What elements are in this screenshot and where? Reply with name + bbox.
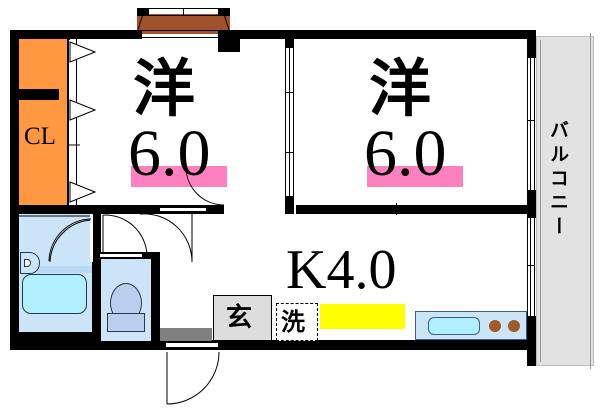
wall-left-bath [10, 212, 19, 350]
kitchen-floor-marker [320, 304, 405, 329]
balcony-label: バルコニー [547, 120, 569, 240]
window-right-lower-inner [534, 218, 535, 316]
sliding-door-right-panel [293, 48, 294, 196]
deck-rail-mid [183, 8, 184, 16]
hall-door-panel [160, 207, 206, 212]
sliding-door-seg-upper [289, 48, 290, 122]
wall-left-exterior [10, 30, 19, 212]
balcony-area [536, 36, 594, 366]
wall-between-rooms-top [285, 30, 294, 48]
window-bottom-kitchen-tick [396, 203, 397, 215]
sliding-door-tick-lower [286, 152, 293, 153]
bath-drain [24, 259, 31, 267]
washer-space-box [276, 303, 318, 341]
entrance-area [213, 295, 272, 341]
balcony-inner-line [540, 40, 541, 362]
wall-bath-bottom-inner [19, 332, 93, 341]
bath-door-panel [100, 253, 142, 258]
closet-door-face [76, 39, 77, 205]
room2-type-label: 洋 [369, 52, 432, 125]
balcony-outer-line [590, 33, 591, 369]
wall-between-rooms-bottom [285, 196, 294, 214]
window-right-upper-tick [528, 120, 535, 121]
closet-hanger-rod [19, 89, 59, 100]
window-bottom-kitchen-inner [300, 212, 530, 213]
wall-bottom-toilet [100, 341, 160, 350]
kitchen-sink-basin [428, 317, 480, 335]
stove-burner-left [489, 320, 501, 332]
window-right-lower-tick [528, 265, 535, 266]
sliding-door-tick-upper [286, 92, 293, 93]
wall-top-right [228, 30, 536, 39]
window-top-left-inner [142, 37, 218, 38]
wall-toilet-right-vertical [151, 258, 160, 350]
kitchen-label: K4.0 [286, 239, 397, 301]
wall-bottom-bath [10, 341, 100, 350]
room1-type-label: 洋 [133, 52, 196, 125]
sliding-door-seg-lower [289, 122, 290, 196]
wall-bath-toilet-vertical [92, 214, 101, 341]
window-bottom-kitchen-outer [300, 206, 530, 207]
deck-rail-left [137, 8, 149, 16]
wall-mid-stub-center [210, 205, 224, 214]
wall-top-left [10, 30, 142, 39]
closet-door-track [67, 39, 69, 205]
room2-area-label: 6.0 [364, 117, 447, 190]
entrance-door-panel [166, 342, 218, 348]
wall-mid-horizontal-right [296, 205, 536, 214]
room1-area-label: 6.0 [128, 117, 211, 190]
window-right-upper-outer [527, 58, 528, 190]
bathtub [22, 274, 87, 314]
window-top-left-outer [142, 30, 218, 31]
wall-right-upper [527, 30, 536, 58]
stove-burner-right [508, 320, 520, 332]
bath-faucet-zone [19, 266, 92, 273]
entrance-label: 玄 [226, 303, 253, 333]
window-right-lower-mid [530, 218, 531, 316]
closet-label: CL [24, 123, 56, 150]
wall-right-mid [527, 190, 536, 218]
closet-area [19, 39, 67, 205]
window-right-upper-inner [534, 58, 535, 190]
wall-top-jog [218, 30, 240, 52]
wall-bottom-main [160, 340, 536, 350]
toilet-tank [107, 313, 145, 332]
deck-rail-right [218, 8, 230, 16]
sliding-door-left-panel [285, 48, 286, 196]
wall-mid-horizontal-left [10, 205, 210, 214]
front-deck [137, 14, 230, 34]
washer-label: 洗 [281, 308, 305, 336]
tatami-marker-room2 [367, 166, 463, 187]
window-right-upper-mid [530, 58, 531, 190]
entrance-step [160, 328, 212, 341]
wall-closet-right-top [66, 30, 70, 40]
window-right-lower-outer [527, 218, 528, 316]
